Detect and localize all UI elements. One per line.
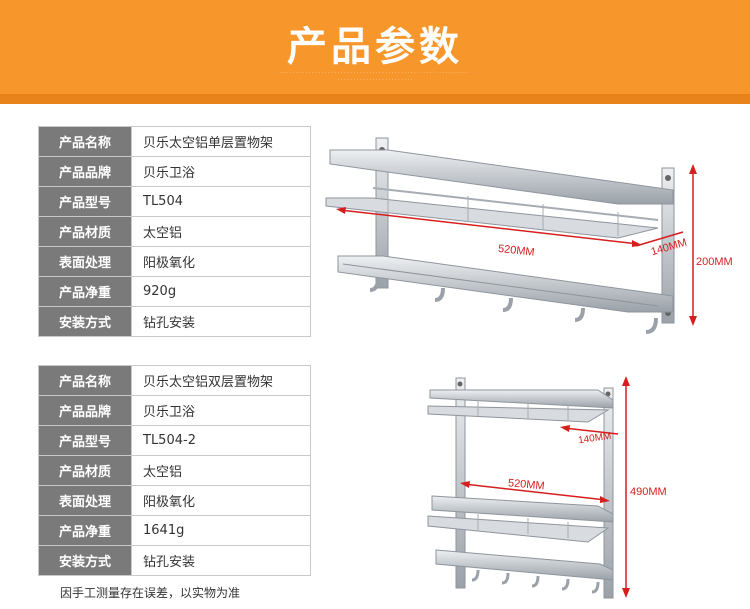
depth-dimension-line bbox=[635, 231, 684, 247]
spec-label: 安装方式 bbox=[38, 545, 132, 576]
measurement-note: 因手工测量存在误差，以实物为准 bbox=[60, 586, 241, 600]
spec-value: 贝乐太空铝双层置物架 bbox=[131, 365, 311, 396]
table-row: 产品品牌贝乐卫浴 bbox=[38, 156, 311, 187]
spec-value: 阳极氧化 bbox=[131, 485, 311, 516]
spec-label: 产品品牌 bbox=[38, 156, 132, 187]
top-shelf-basket bbox=[427, 405, 610, 423]
hook bbox=[574, 307, 585, 322]
spec-label: 产品净重 bbox=[38, 515, 132, 546]
hook bbox=[591, 581, 600, 594]
spec-value: 贝乐太空铝单层置物架 bbox=[131, 126, 311, 157]
hook bbox=[531, 575, 540, 588]
height-label: 490MM bbox=[630, 486, 667, 498]
spec-label: 表面处理 bbox=[38, 246, 132, 277]
top-shelf-rail bbox=[429, 389, 614, 409]
spec-value: 贝乐卫浴 bbox=[131, 395, 311, 426]
spec-value: 钻孔安装 bbox=[131, 306, 311, 337]
hook bbox=[471, 569, 480, 582]
table-row: 表面处理阳极氧化 bbox=[38, 246, 311, 277]
table-row: 安装方式钻孔安装 bbox=[38, 306, 311, 337]
hook bbox=[501, 572, 510, 585]
spec-label: 产品品牌 bbox=[38, 395, 132, 426]
wall-bracket bbox=[661, 167, 675, 324]
spec-value: 钻孔安装 bbox=[131, 545, 311, 576]
table-row: 产品品牌贝乐卫浴 bbox=[38, 395, 311, 426]
towel-bar bbox=[435, 549, 614, 581]
table-row: 产品名称贝乐太空铝单层置物架 bbox=[38, 126, 311, 157]
spec-value: 太空铝 bbox=[131, 455, 311, 486]
spec-value: TL504 bbox=[131, 186, 311, 217]
hook bbox=[369, 277, 380, 292]
table-row: 安装方式钻孔安装 bbox=[38, 545, 311, 576]
spec-value: TL504-2 bbox=[131, 425, 311, 456]
height-label: 200MM bbox=[696, 256, 733, 268]
table-row: 产品材质太空铝 bbox=[38, 216, 311, 247]
middle-shelf-basket bbox=[427, 515, 610, 543]
spec-label: 产品型号 bbox=[38, 186, 132, 217]
top-rail bbox=[329, 149, 674, 205]
single-shelf-illustration: 520MM 140MM 200MM bbox=[325, 137, 733, 334]
table-row: 表面处理阳极氧化 bbox=[38, 485, 311, 516]
depth-label: 140MM bbox=[578, 431, 613, 447]
spec-label: 产品净重 bbox=[38, 276, 132, 307]
width-dimension-line bbox=[463, 483, 607, 501]
middle-shelf-rail bbox=[431, 495, 614, 523]
table-row: 产品名称贝乐太空铝双层置物架 bbox=[38, 365, 311, 396]
spec-value: 920g bbox=[131, 276, 311, 307]
hook bbox=[561, 578, 570, 591]
spec-label: 产品名称 bbox=[38, 126, 132, 157]
spec-label: 安装方式 bbox=[38, 306, 132, 337]
double-shelf-illustration: 520MM 140MM 490MM bbox=[427, 376, 667, 599]
banner-stripe bbox=[0, 94, 750, 104]
spec-value: 阳极氧化 bbox=[131, 246, 311, 277]
banner-decorative-text: · · · · · · · · · · · · · · · · · · · · … bbox=[280, 70, 470, 83]
width-dimension-line bbox=[339, 209, 639, 245]
spec-value: 贝乐卫浴 bbox=[131, 156, 311, 187]
towel-bar bbox=[337, 255, 674, 313]
hook bbox=[502, 297, 513, 312]
spec-value: 太空铝 bbox=[131, 216, 311, 247]
hook bbox=[645, 317, 658, 334]
depth-dimension-line bbox=[563, 427, 619, 435]
shelf-basket bbox=[325, 197, 659, 239]
header-banner: 产品参数 · · · · · · · · · · · · · · · · · ·… bbox=[0, 0, 750, 104]
width-label: 520MM bbox=[497, 243, 535, 259]
width-label: 520MM bbox=[507, 477, 545, 492]
hook bbox=[434, 287, 445, 302]
wall-bracket bbox=[603, 387, 614, 599]
spec-label: 产品材质 bbox=[38, 216, 132, 247]
spec-label: 产品名称 bbox=[38, 365, 132, 396]
table-row: 产品材质太空铝 bbox=[38, 455, 311, 486]
spec-value: 1641g bbox=[131, 515, 311, 546]
spec-label: 产品型号 bbox=[38, 425, 132, 456]
page-title: 产品参数 bbox=[287, 24, 463, 70]
spec-label: 产品材质 bbox=[38, 455, 132, 486]
spec-label: 表面处理 bbox=[38, 485, 132, 516]
